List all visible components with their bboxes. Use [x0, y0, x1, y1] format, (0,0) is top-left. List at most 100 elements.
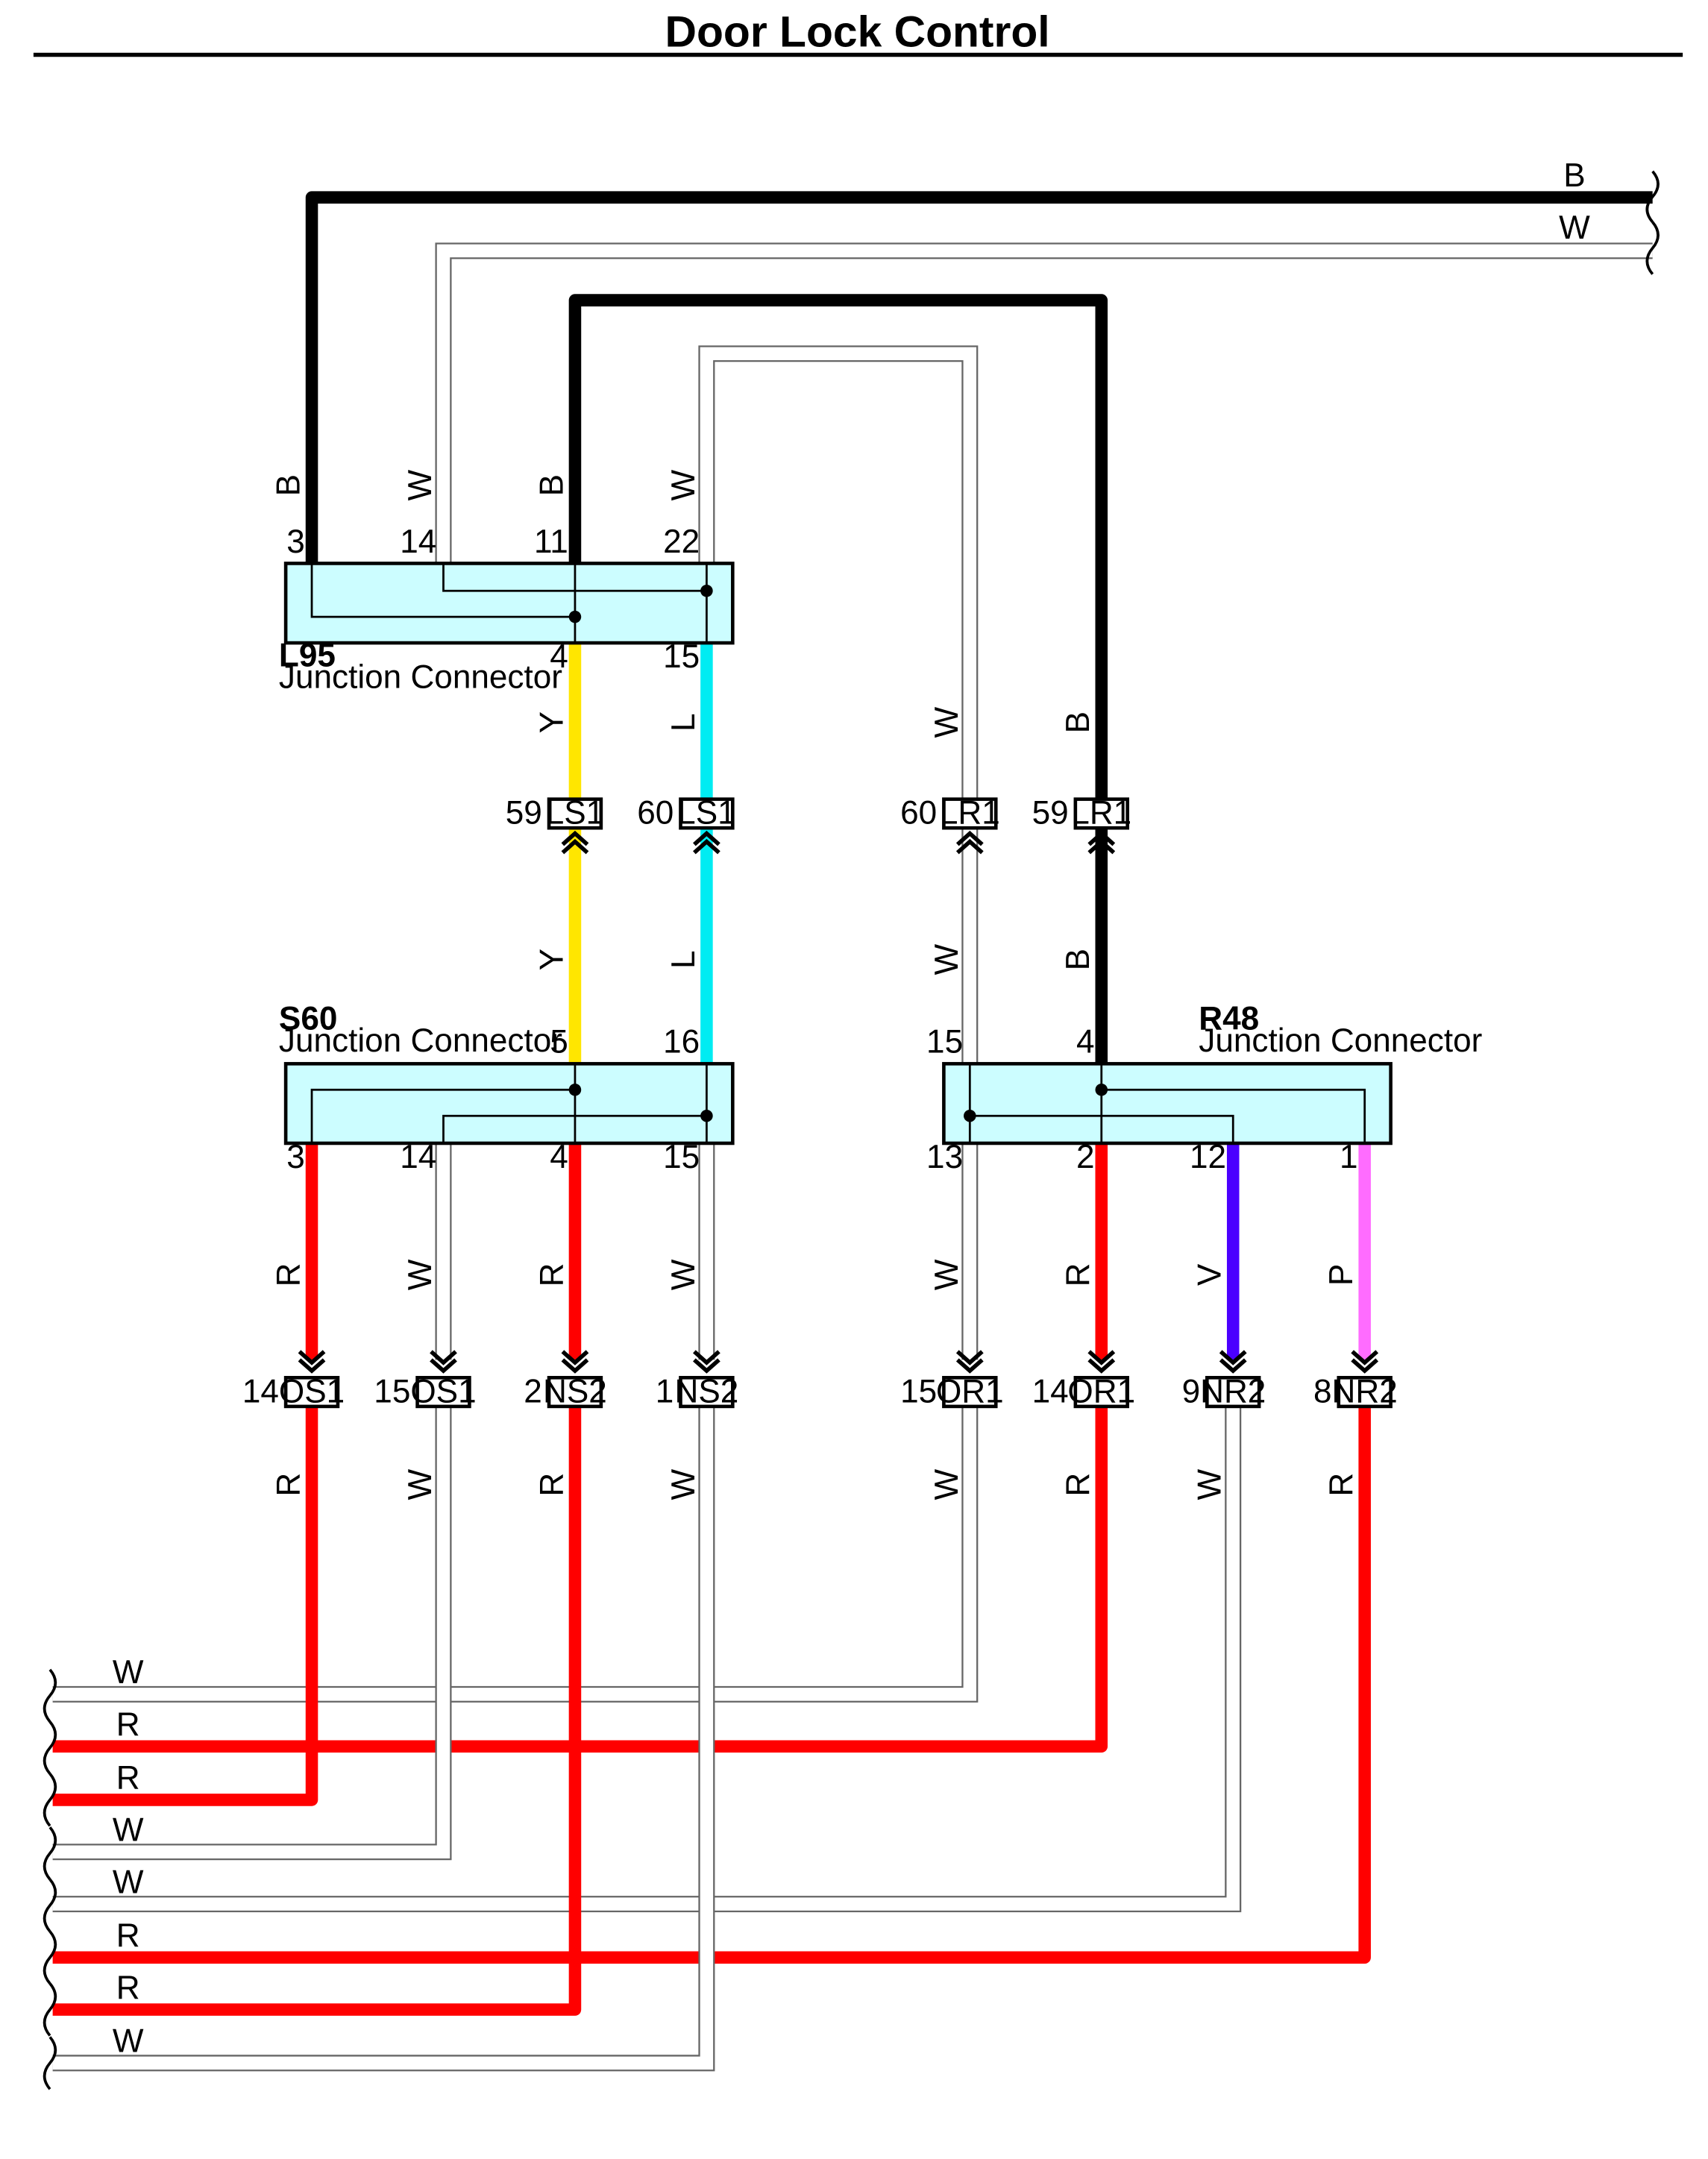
inline-connector-box [1073, 797, 1129, 830]
inline-connector-pin: 9 [1182, 1373, 1201, 1410]
connector-desc-s60: Junction Connector [279, 1022, 562, 1059]
wire-color-label: R [270, 1473, 307, 1497]
connector-chevron [1219, 1350, 1247, 1366]
connector-chevron [693, 830, 720, 846]
inline-connector-name: OR1 [936, 1373, 1004, 1410]
connector-chevron [1087, 830, 1116, 846]
continuation-label: W [113, 1812, 144, 1849]
inline-connector-name: NS2 [674, 1373, 738, 1410]
wire-color-label: R [1060, 1473, 1096, 1497]
wire-w-bottom-1-fill [52, 1406, 977, 1701]
wire-color-label: W [665, 470, 702, 501]
pin-number: 16 [663, 1024, 700, 1060]
wire-w-bottom-8-outline [52, 1406, 715, 2072]
continuation-squiggle [1645, 221, 1660, 275]
connector-chevron [955, 830, 984, 846]
connector-chevron [298, 1350, 326, 1366]
junction-internal-line [310, 563, 575, 618]
connector-chevron [298, 1358, 326, 1374]
inline-connector-box [547, 1375, 603, 1409]
wire-color-label: W [665, 1259, 702, 1290]
pin-number: 15 [926, 1024, 963, 1060]
inline-connector-name: OR1 [1067, 1373, 1135, 1410]
wire-color-label: B [1060, 949, 1096, 970]
continuation-label: R [116, 1760, 140, 1797]
inline-connector-box [1073, 1375, 1129, 1409]
pin-number: 3 [286, 524, 305, 560]
splice-dot [700, 584, 713, 597]
connector-chevron [430, 1358, 457, 1374]
inline-connector-name: NR2 [1332, 1373, 1398, 1410]
connector-chevron [561, 1350, 589, 1366]
connector-chevron [1219, 1358, 1247, 1374]
wire-color-label: R [533, 1473, 570, 1497]
wire-color-label: B [270, 474, 307, 496]
connector-chevron [1087, 1358, 1116, 1374]
inline-connector-pin: 14 [1032, 1373, 1069, 1410]
wire-color-label: V [1192, 1263, 1228, 1286]
inline-connector-name: OS1 [279, 1373, 345, 1410]
wire-b-top-3 [305, 191, 1653, 564]
wire-color-label: W [929, 1468, 965, 1500]
inline-connector-name: NS2 [543, 1373, 607, 1410]
pin-number: 12 [1190, 1139, 1226, 1175]
junction-internal-line [1101, 1088, 1366, 1143]
continuation-label: R [116, 1917, 140, 1954]
continuation-label: W [113, 1654, 144, 1691]
connector-chevron [1351, 1358, 1379, 1374]
inline-connector-name: NR2 [1200, 1373, 1266, 1410]
continuation-label: R [116, 1706, 140, 1743]
connector-desc-r48: Junction Connector [1199, 1022, 1482, 1059]
connector-chevron [561, 1358, 589, 1374]
splice-dot [568, 1084, 582, 1096]
wire-w-bottom-5-outline [52, 1406, 1242, 1913]
inline-connector-pin: 14 [242, 1373, 279, 1410]
wire-color-label: L [665, 713, 702, 732]
inline-connector-pin: 2 [524, 1373, 542, 1410]
pin-number: 22 [663, 524, 700, 560]
connector-name-l95: L95 [279, 637, 336, 673]
wire-color-label: W [1192, 1468, 1228, 1500]
pin-number: 15 [663, 638, 700, 675]
wire-color-label: W [665, 1468, 702, 1500]
connector-chevron [955, 1358, 984, 1374]
wire-w-bottom-1-outline [52, 1406, 979, 1703]
wire-color-label: B [1060, 711, 1096, 733]
wire-color-label: L [665, 950, 702, 969]
continuation-label: W [1559, 210, 1590, 246]
junction-box-R48 [942, 1062, 1393, 1146]
wire-b-loop-11 [568, 294, 1108, 799]
connector-chevron [955, 1350, 984, 1366]
connector-chevron [1087, 1350, 1116, 1366]
connector-chevron [693, 1358, 720, 1374]
pin-number: 15 [663, 1139, 700, 1175]
wire-color-label: R [1323, 1473, 1360, 1497]
continuation-squiggle [43, 1773, 57, 1827]
pin-number: 11 [534, 524, 568, 560]
splice-dot [700, 1109, 713, 1122]
continuation-label: W [113, 1864, 144, 1900]
connector-chevron [1087, 838, 1116, 855]
wire-r-bottom-6 [52, 1406, 1371, 1964]
wire-w-top-14-fill [436, 244, 1653, 564]
connector-chevron [430, 1350, 457, 1366]
inline-connector-name: LS1 [546, 795, 604, 832]
wire-r-bottom-7 [52, 1406, 582, 2016]
inline-connector-pin: 15 [374, 1373, 410, 1410]
inline-connector-pin: 60 [637, 795, 674, 832]
inline-connector-box [1337, 1375, 1393, 1409]
connector-chevron [955, 838, 984, 855]
pin-number: 4 [550, 1139, 568, 1175]
pin-number: 14 [400, 524, 436, 560]
pin-number: 13 [926, 1139, 963, 1175]
inline-connector-box [547, 797, 603, 830]
splice-dot [568, 610, 582, 623]
wire-color-label: P [1323, 1264, 1360, 1286]
wire-color-label: R [270, 1263, 307, 1286]
inline-connector-pin: 60 [900, 795, 937, 832]
inline-connector-pin: 8 [1313, 1373, 1332, 1410]
splice-dot [1095, 1084, 1108, 1096]
junction-box-L95 [283, 562, 735, 645]
